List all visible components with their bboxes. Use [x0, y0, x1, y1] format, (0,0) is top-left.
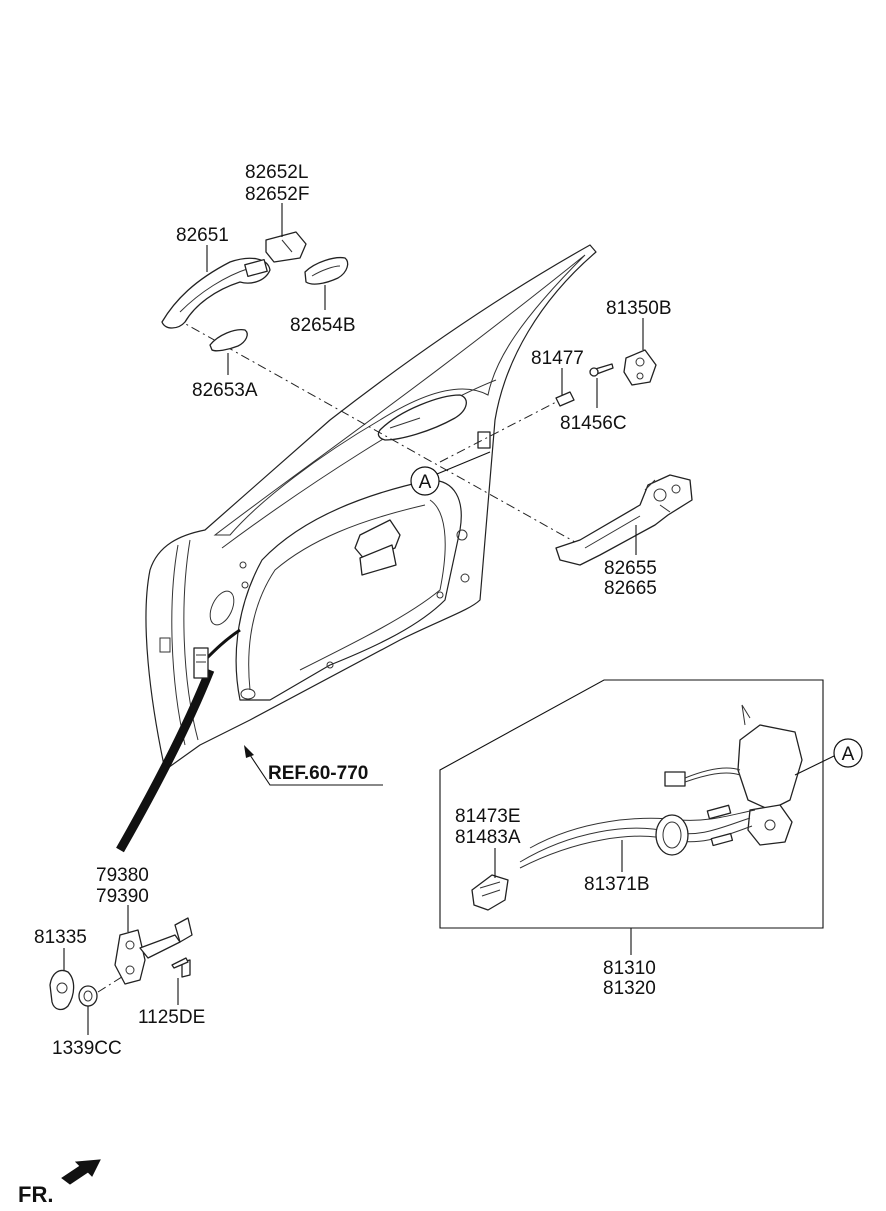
- callout-a-box-label: A: [842, 744, 855, 765]
- front-label: FR.: [18, 1182, 53, 1207]
- bolt-81477: [555, 391, 575, 407]
- label-81456C: 81456C: [560, 413, 627, 434]
- label-81473E: 81473E: [455, 806, 521, 827]
- front-arrow-icon: [61, 1159, 101, 1185]
- cap-81335: [49, 969, 75, 1011]
- label-82665: 82665: [604, 578, 657, 599]
- handle-cover-82652: [265, 231, 307, 263]
- door-frame: [116, 244, 597, 853]
- striker-81350B: [623, 349, 657, 386]
- label-82655: 82655: [604, 558, 657, 579]
- label-ref-60-770: REF.60-770: [268, 763, 368, 784]
- bolt-1125DE: [171, 957, 191, 978]
- door-checker-79380: [114, 917, 193, 985]
- label-81335: 81335: [34, 927, 87, 948]
- label-79380: 79380: [96, 865, 149, 886]
- label-1339CC: 1339CC: [52, 1038, 122, 1059]
- connector-81473E: [471, 874, 509, 911]
- grommet-1339CC: [78, 985, 98, 1007]
- callout-a-box: A: [833, 738, 863, 768]
- label-81350B: 81350B: [606, 298, 672, 319]
- label-1125DE: 1125DE: [138, 1007, 205, 1028]
- lock-assembly-box: [439, 679, 824, 929]
- label-79390: 79390: [96, 886, 149, 907]
- label-82652L: 82652L: [245, 162, 308, 183]
- part-labels: 82652L 82652F 82651 82654B 82653A 81350B…: [34, 162, 672, 1059]
- outside-handle-82651: [161, 257, 271, 329]
- label-82654B: 82654B: [290, 315, 356, 336]
- front-direction-marker: FR.: [18, 1159, 101, 1207]
- callout-a-door: A: [410, 466, 440, 496]
- cable-81371B: [519, 804, 756, 869]
- alignment-lines: [174, 317, 576, 543]
- gasket-82654B: [304, 256, 349, 285]
- label-81320: 81320: [603, 978, 656, 999]
- gasket-82653A: [209, 329, 248, 352]
- door-latch-actuator: [664, 704, 803, 846]
- callout-a-door-label: A: [419, 472, 432, 493]
- label-81483A: 81483A: [455, 827, 521, 848]
- bolt-81456C: [589, 363, 614, 377]
- label-82653A: 82653A: [192, 380, 258, 401]
- handle-bracket-82655: [555, 474, 693, 566]
- label-82652F: 82652F: [245, 184, 309, 205]
- label-81310: 81310: [603, 958, 656, 979]
- label-82651: 82651: [176, 225, 229, 246]
- label-81371B: 81371B: [584, 874, 650, 895]
- label-81477: 81477: [531, 348, 584, 369]
- leader-lines: [63, 203, 835, 1035]
- checker-dash-line: [97, 974, 126, 993]
